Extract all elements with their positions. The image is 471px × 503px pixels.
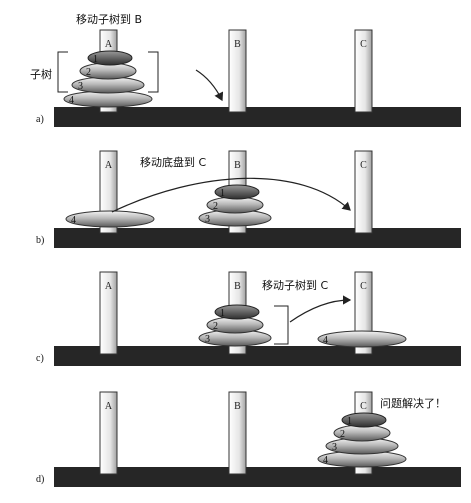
rod-a: [99, 271, 118, 355]
rod-c: [354, 29, 373, 113]
panel-a: A B C 4 3 2 1 移动子树到 B 子树 a): [30, 12, 461, 127]
rod-label-b: B: [234, 401, 241, 412]
panel-d: A B C 4 3 2 1 问题解决了！ d): [36, 391, 461, 487]
rod-label-c: C: [360, 39, 367, 50]
disk-number: 1: [347, 416, 352, 427]
disk-number: 1: [93, 54, 98, 65]
rod-label-c: C: [360, 281, 367, 292]
rod-label-c: C: [360, 160, 367, 171]
disk-number: 3: [205, 214, 210, 225]
disk-number: 2: [86, 67, 91, 78]
arrow-subtree-to-b: [195, 69, 224, 102]
disk-number: 2: [213, 321, 218, 332]
panel-c: A B C 3 2 1 4 移动子树到 C c): [36, 271, 461, 366]
rod-a: [99, 391, 118, 475]
panel-label: b): [36, 235, 44, 246]
rod-label-a: A: [105, 401, 113, 412]
rod-label-a: A: [105, 281, 113, 292]
annotation-move-subtree-to-c: 移动子树到 C: [262, 278, 328, 292]
disk-number: 3: [332, 442, 337, 453]
rod-b: [228, 29, 247, 113]
disk-1: 1: [87, 50, 133, 66]
disk-4: 4: [65, 210, 155, 228]
disk-number: 2: [213, 201, 218, 212]
arrow-subtree-to-c: [289, 295, 352, 323]
rod-label-b: B: [234, 281, 241, 292]
rod-label-a: A: [105, 39, 113, 50]
disk-2: 2: [206, 316, 264, 334]
disk-number: 4: [323, 335, 328, 346]
panel-b: A B C 4 3 2 1 移动底盘到 C b): [36, 150, 461, 248]
disk-4: 4: [63, 90, 153, 108]
subtree-bracket-left: [57, 51, 68, 93]
disk-number: 3: [205, 334, 210, 345]
disk-number: 3: [78, 81, 83, 92]
disk-1: 1: [341, 412, 387, 428]
panel-label: d): [36, 474, 44, 485]
rod-label-b: B: [234, 160, 241, 171]
rod-b: [228, 391, 247, 475]
subtree-bracket: [274, 305, 289, 345]
rod-label-b: B: [234, 39, 241, 50]
disk-number: 2: [340, 429, 345, 440]
disk-number: 4: [69, 95, 74, 106]
disk-1: 1: [214, 184, 260, 200]
panel-label: c): [36, 353, 44, 364]
annotation-subtree: 子树: [30, 67, 52, 81]
disk-4: 4: [317, 330, 407, 348]
panel-label: a): [36, 114, 44, 125]
disk-number: 4: [323, 455, 328, 466]
subtree-bracket-right: [148, 51, 159, 93]
rod-c: [354, 150, 373, 234]
annotation-move-base-to-c: 移动底盘到 C: [140, 155, 206, 169]
disk-1: 1: [214, 304, 260, 320]
rod-label-c: C: [360, 401, 367, 412]
annotation-problem-solved: 问题解决了！: [380, 396, 446, 410]
rod-label-a: A: [105, 160, 113, 171]
annotation-move-subtree-to-b: 移动子树到 B: [76, 12, 142, 26]
arrow-base-to-c: [111, 177, 351, 213]
disk-number: 1: [220, 188, 225, 199]
disk-number: 1: [220, 308, 225, 319]
disk-number: 4: [71, 215, 76, 226]
